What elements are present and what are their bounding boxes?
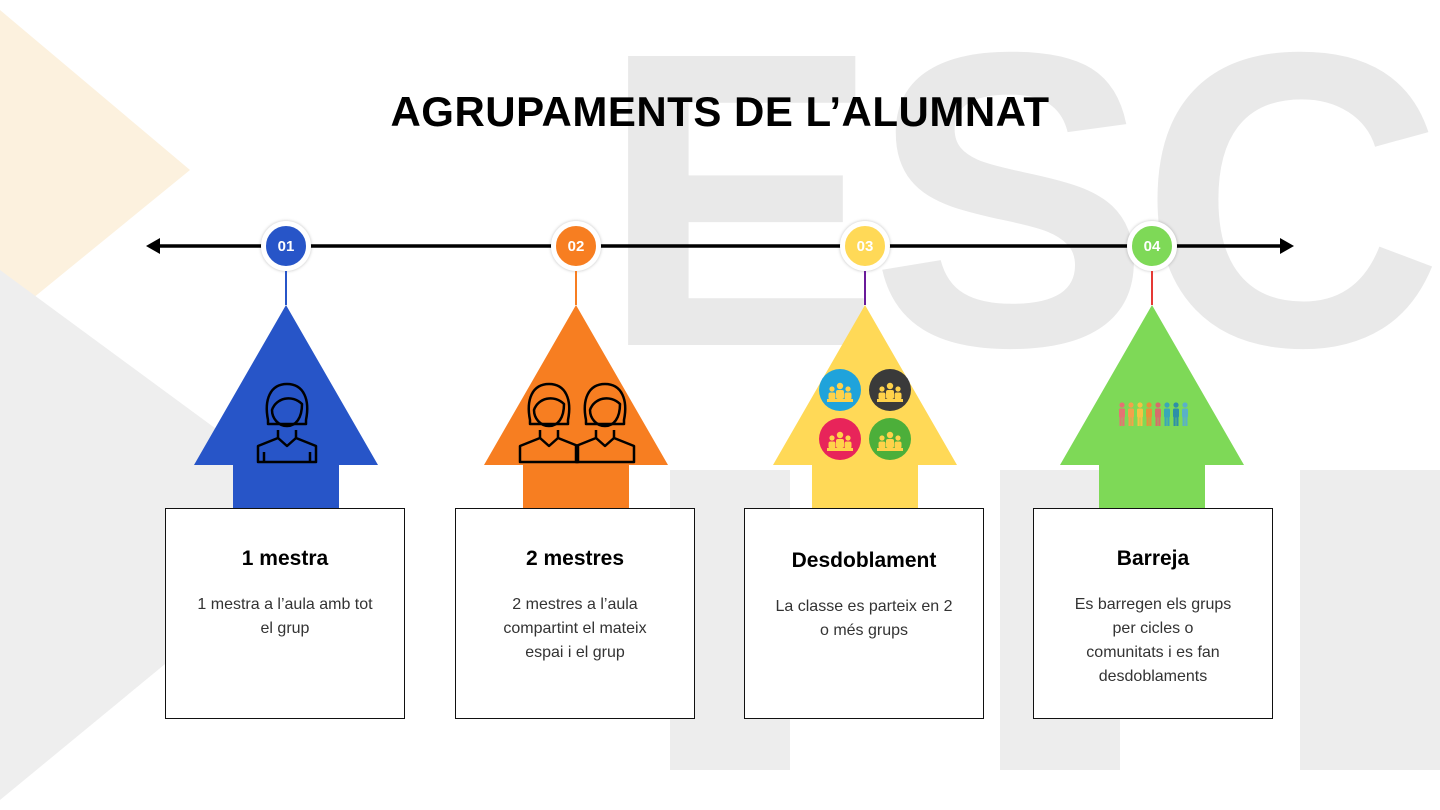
step-number-badge: 02 [551,221,601,271]
step-card: 1 mestra 1 mestra a l’aula amb tot el gr… [165,508,405,719]
step-card: 2 mestres 2 mestres a l’aula compartint … [455,508,695,719]
step-connector [1151,271,1153,305]
two-teachers-icon [518,382,636,464]
step-number: 01 [277,237,295,255]
watermark-text: ESCO [600,0,1440,435]
step-number: 04 [1143,237,1161,255]
step-up-arrow [1060,305,1244,509]
card-description: Es barregen els grups per cicles o comun… [1074,596,1232,685]
card-title: 2 mestres [525,547,625,570]
card-description: La classe es parteix en 2 o més grups [775,598,953,639]
step-card: Desdoblament La classe es parteix en 2 o… [744,508,984,719]
card-title: 1 mestra [241,547,329,570]
step-up-arrow [484,305,668,509]
teacher-icon [256,382,318,464]
step-number: 02 [567,237,585,255]
step-number-badge: 01 [261,221,311,271]
step-number-badge: 03 [840,221,890,271]
step-up-arrow [773,305,957,509]
card-description: 1 mestra a l’aula amb tot el grup [197,596,373,637]
card-description: 2 mestres a l’aula compartint el mateix … [503,596,647,661]
bg-triangle-cream [0,10,190,325]
step-card: Barreja Es barregen els grups per cicles… [1033,508,1273,719]
card-title: Barreja [1116,547,1190,570]
step-number-badge: 04 [1127,221,1177,271]
card-title: Desdoblament [791,549,937,572]
groups-icon [819,369,911,460]
step-connector [864,271,866,305]
step-up-arrow [194,305,378,509]
step-connector [575,271,577,305]
mixed-people-icon [1119,402,1188,426]
step-number: 03 [856,237,874,255]
page-title: AGRUPAMENTS DE L’ALUMNAT [390,88,1050,135]
watermark-block-3 [1300,470,1440,770]
step-connector [285,271,287,305]
